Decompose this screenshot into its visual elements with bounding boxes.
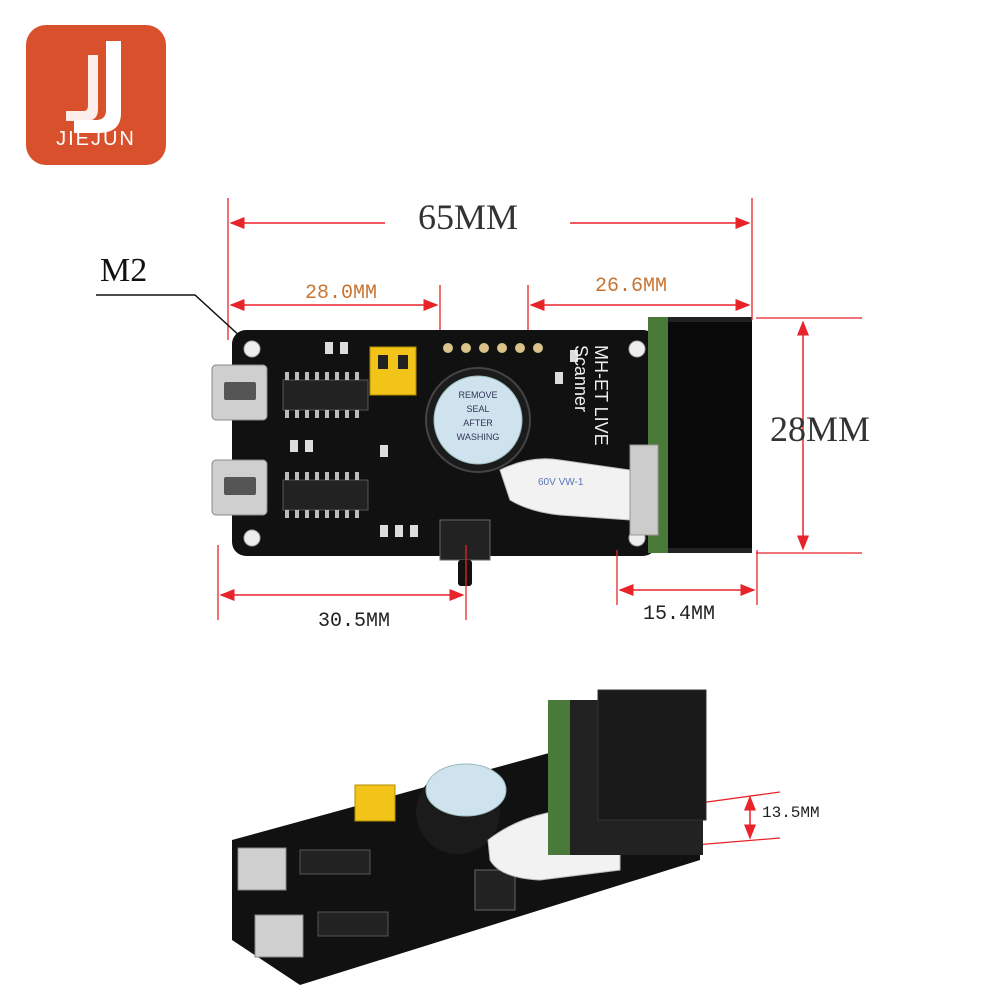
logo-mark-icon: [66, 41, 121, 133]
logo-text: JIEJUN: [56, 128, 136, 150]
buzzer-text-4: WASHING: [457, 432, 500, 442]
chip-2-icon: [282, 479, 369, 511]
jiejun-logo: JIEJUN: [26, 25, 166, 165]
ribbon-text: 60V VW-1: [538, 477, 584, 488]
dim-scanner-length: 15.4MM: [643, 603, 716, 626]
pcb-top-view: REMOVE SEAL AFTER WASHING 60V VW-1 MH-ET…: [211, 317, 752, 586]
jumper-icon: [369, 346, 417, 396]
dim-board-height: 28MM: [770, 409, 871, 449]
pcb-perspective-view: [232, 689, 707, 985]
chip-1-icon: [282, 379, 369, 411]
dim-pins-to-scanner: 26.6MM: [595, 275, 668, 298]
buzzer-text-2: SEAL: [466, 404, 489, 414]
dim-scanner-height: 13.5MM: [762, 804, 820, 822]
board-title-1: MH-ET LIVE: [591, 345, 611, 446]
dim-hole-to-pins: 28.0MM: [305, 282, 378, 305]
mount-hole-icon: [243, 340, 261, 358]
dim-total-length: 65MM: [418, 197, 519, 237]
dim-mount-hole: M2: [100, 252, 148, 289]
m2-leader-line: [96, 294, 243, 339]
board-title-2: Scanner: [571, 345, 591, 412]
buzzer-text-1: REMOVE: [458, 390, 497, 400]
dim-to-button: 30.5MM: [318, 610, 391, 633]
trigger-button-icon: [439, 519, 491, 561]
pin-header-icon: [443, 343, 543, 353]
buzzer-text-3: AFTER: [463, 418, 493, 428]
